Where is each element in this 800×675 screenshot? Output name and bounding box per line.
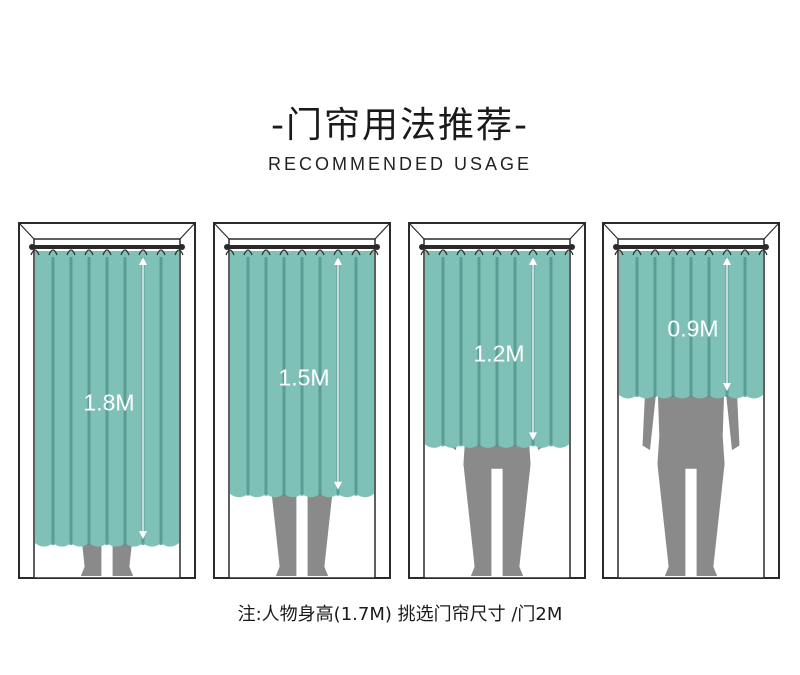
- page-title: -门帘用法推荐-: [271, 105, 529, 146]
- measure-arrow-down: [529, 432, 537, 441]
- measure-arrow-down: [334, 481, 342, 490]
- frame-corner-left: [18, 222, 35, 240]
- frame-corner-left: [213, 222, 230, 240]
- curtain-ring: [315, 249, 325, 256]
- rod-end-left: [29, 244, 35, 250]
- rod-end-right: [374, 244, 380, 250]
- curtain-ring: [261, 249, 271, 256]
- curtain-ring: [156, 249, 166, 256]
- curtain-ring: [243, 249, 253, 256]
- curtain-ring: [528, 249, 538, 256]
- door-illustration-2: [213, 222, 391, 579]
- frame-corner-right: [374, 222, 391, 240]
- panel-3: 1.2M: [408, 222, 586, 579]
- curtain-ring: [279, 249, 289, 256]
- curtain-ring: [722, 249, 732, 256]
- curtain-ring: [740, 249, 750, 256]
- curtain-ring: [650, 249, 660, 256]
- curtain-ring: [438, 249, 448, 256]
- frame-corner-left: [602, 222, 619, 240]
- curtain-ring: [704, 249, 714, 256]
- measure-label-3: 1.2M: [473, 340, 525, 367]
- door-illustration-3: [408, 222, 586, 579]
- curtain-ring: [138, 249, 148, 256]
- curtain-ring: [102, 249, 112, 256]
- frame-corner-right: [763, 222, 780, 240]
- frame-corner-right: [569, 222, 586, 240]
- panel-2: 1.5M: [213, 222, 391, 579]
- curtain-ring: [420, 249, 430, 256]
- measure-arrow-up: [529, 257, 537, 265]
- curtain-ring: [546, 249, 556, 256]
- person-silhouette: [642, 347, 740, 576]
- door-illustration-4: [602, 222, 780, 579]
- panel-4: 0.9M: [602, 222, 780, 579]
- door-illustration-1: [18, 222, 196, 579]
- curtain-rod: [422, 245, 572, 249]
- curtain-ring: [492, 249, 502, 256]
- measure-arrow-up: [723, 257, 731, 265]
- curtain-ring: [614, 249, 624, 256]
- rod-end-right: [569, 244, 575, 250]
- curtain-ring: [84, 249, 94, 256]
- curtain-ring: [456, 249, 466, 256]
- curtain-rod: [616, 245, 766, 249]
- curtain-ring: [351, 249, 361, 256]
- curtain-ring: [510, 249, 520, 256]
- measure-label-1: 1.8M: [83, 389, 135, 416]
- size-note: 注:人物身高(1.7M) 挑选门帘尺寸 /门2M: [237, 604, 563, 625]
- measure-label-4: 0.9M: [667, 315, 719, 342]
- frame-corner-right: [179, 222, 196, 240]
- page-subtitle: RECOMMENDED USAGE: [267, 154, 533, 174]
- curtain-ring: [174, 249, 184, 256]
- curtain-ring: [474, 249, 484, 256]
- curtain-rod: [32, 245, 182, 249]
- curtain-ring: [668, 249, 678, 256]
- rod-end-left: [419, 244, 425, 250]
- measure-arrow-up: [139, 257, 147, 265]
- curtain-ring: [632, 249, 642, 256]
- curtain-ring: [225, 249, 235, 256]
- curtain-ring: [686, 249, 696, 256]
- curtain-ring: [297, 249, 307, 256]
- curtain-ring: [369, 249, 379, 256]
- curtain-ring: [564, 249, 574, 256]
- rod-end-right: [179, 244, 185, 250]
- curtain-ring: [333, 249, 343, 256]
- curtain-ring: [66, 249, 76, 256]
- measure-arrow-down: [139, 531, 147, 540]
- rod-end-left: [613, 244, 619, 250]
- curtain-ring: [120, 249, 130, 256]
- curtain-ring: [48, 249, 58, 256]
- curtain-ring: [758, 249, 768, 256]
- measure-label-2: 1.5M: [278, 364, 330, 391]
- measure-arrow-down: [723, 383, 731, 392]
- rod-end-left: [224, 244, 230, 250]
- rod-end-right: [763, 244, 769, 250]
- measure-arrow-up: [334, 257, 342, 265]
- curtain-ring: [30, 249, 40, 256]
- frame-corner-left: [408, 222, 425, 240]
- curtain-rod: [227, 245, 377, 249]
- panel-1: 1.8M: [18, 222, 196, 579]
